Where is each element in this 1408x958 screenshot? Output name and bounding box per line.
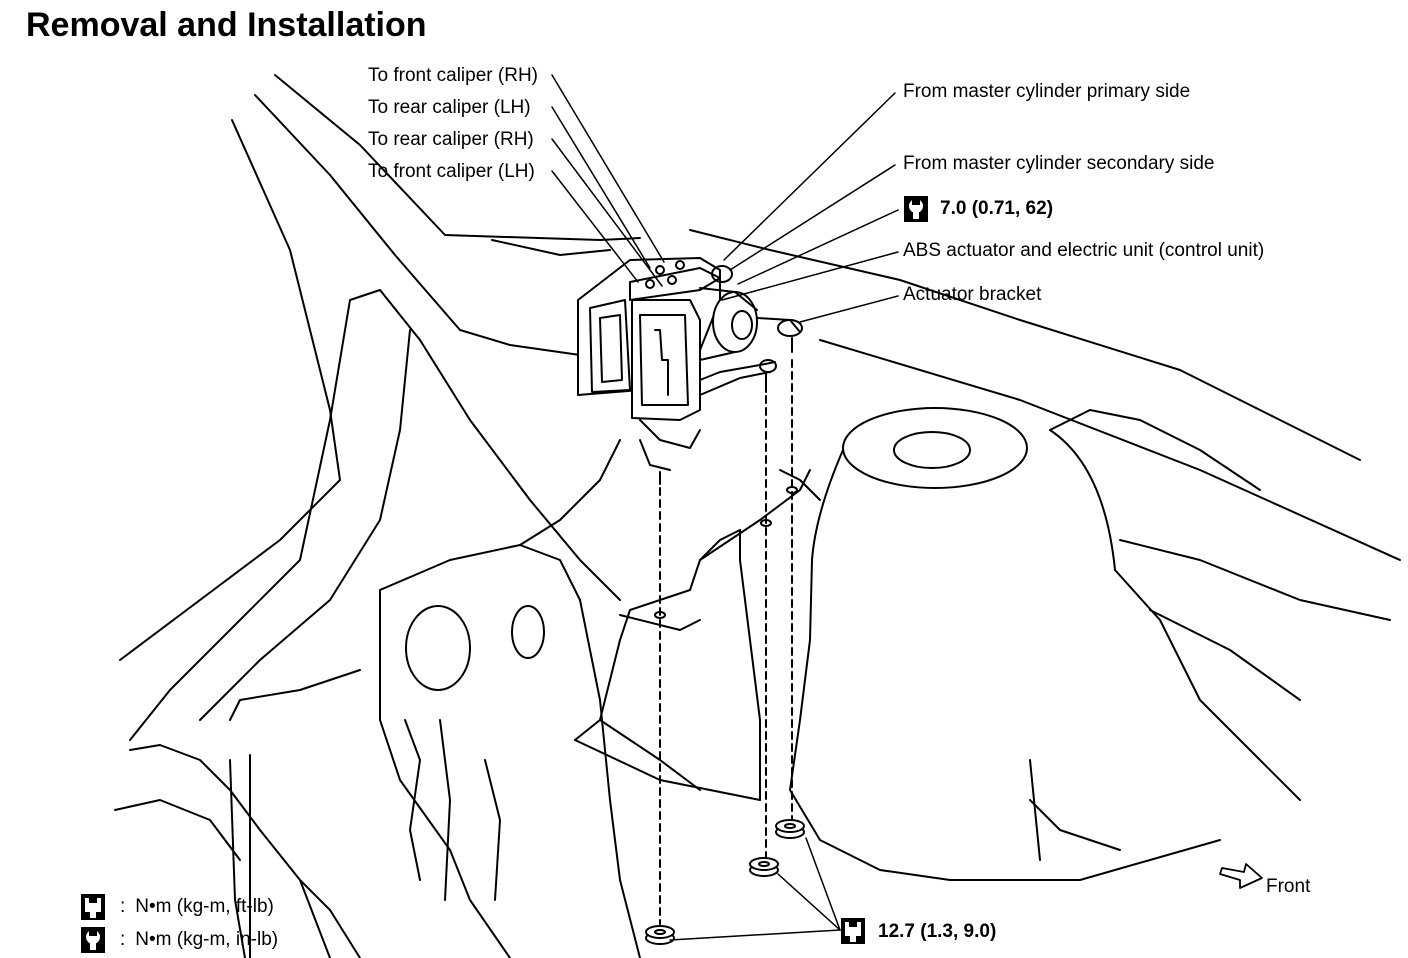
- torque-wrench-inlb-icon-upper: [904, 196, 928, 222]
- label-abs-unit: ABS actuator and electric unit (control …: [903, 240, 1265, 261]
- abs-actuator-unit: [577, 257, 803, 471]
- label-master-secondary: From master cylinder secondary side: [903, 153, 1215, 174]
- label-master-primary: From master cylinder primary side: [903, 81, 1191, 102]
- label-front-caliper-lh: To front caliper (LH): [368, 161, 535, 182]
- label-actuator-bracket: Actuator bracket: [903, 284, 1042, 305]
- legend-ftlb-text: N•m (kg-m, ft-lb): [135, 896, 274, 917]
- torque-wrench-inlb-icon: [81, 927, 105, 953]
- legend-inlb-separator: :: [120, 929, 126, 950]
- torque-value-upper: 7.0 (0.71, 62): [940, 198, 1054, 219]
- label-front: Front: [1266, 876, 1311, 897]
- legend-ftlb: : N•m (kg-m, ft-lb): [80, 893, 274, 921]
- torque-value-lower: 12.7 (1.3, 9.0): [878, 921, 997, 942]
- label-rear-caliper-rh: To rear caliper (RH): [368, 129, 534, 150]
- legend-ftlb-separator: :: [120, 896, 126, 917]
- page-title: Removal and Installation: [26, 6, 427, 44]
- torque-wrench-ftlb-icon: [81, 894, 105, 920]
- vehicle-body-panels: [114, 74, 1401, 958]
- legend-inlb: : N•m (kg-m, in-lb): [80, 926, 278, 954]
- nut-lower-right: [775, 819, 805, 839]
- label-rear-caliper-lh: To rear caliper (LH): [368, 97, 531, 118]
- mounting-hardware: [645, 337, 805, 945]
- label-front-caliper-rh: To front caliper (RH): [368, 65, 538, 86]
- leader-lines: [551, 74, 899, 941]
- front-arrow-icon: [1219, 863, 1263, 889]
- nut-lower-middle: [749, 857, 779, 877]
- legend-inlb-text: N•m (kg-m, in-lb): [135, 929, 279, 950]
- torque-wrench-ftlb-icon-lower: [841, 918, 865, 944]
- nut-lower-left: [645, 925, 675, 945]
